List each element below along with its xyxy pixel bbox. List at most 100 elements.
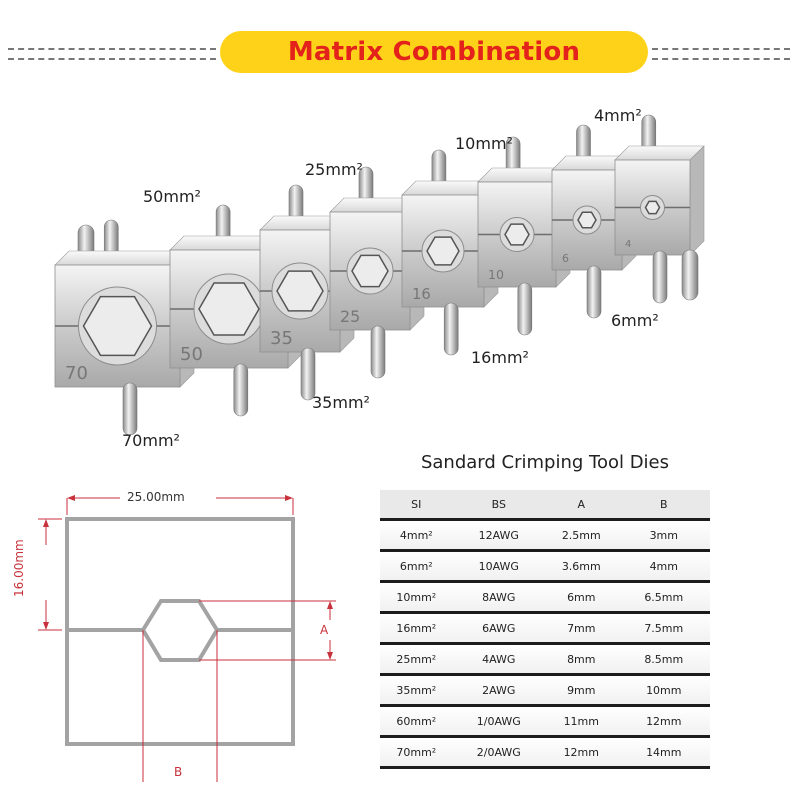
header-a: A bbox=[544, 490, 618, 521]
die-stamp-number: 10 bbox=[488, 267, 504, 282]
guide-pin-bottom bbox=[370, 325, 386, 379]
cell-bs: 10AWG bbox=[452, 552, 545, 583]
cell-bs: 1/0AWG bbox=[452, 707, 545, 738]
width-arrow-right bbox=[285, 495, 293, 501]
table-row: 25mm² 4AWG 8mm 8.5mm bbox=[380, 645, 710, 676]
cell-b: 8.5mm bbox=[617, 645, 710, 676]
height-arrow-top bbox=[43, 519, 49, 527]
a-dimension-label: A bbox=[320, 623, 329, 637]
guide-pin-right bbox=[681, 249, 699, 301]
cell-bs: 4AWG bbox=[452, 645, 545, 676]
width-arrow-left bbox=[67, 495, 75, 501]
header-banner-area: Matrix Combination bbox=[0, 0, 800, 90]
b-dimension-label: B bbox=[174, 765, 183, 779]
guide-pin-bottom bbox=[443, 302, 459, 356]
cell-a: 7mm bbox=[544, 614, 618, 645]
die-label-4: 4mm² bbox=[594, 106, 642, 125]
cell-b: 6.5mm bbox=[617, 583, 710, 614]
cell-bs: 2/0AWG bbox=[452, 738, 545, 769]
die-stamp-number: 6 bbox=[562, 252, 569, 265]
table-row: 10mm² 8AWG 6mm 6.5mm bbox=[380, 583, 710, 614]
table-row: 35mm² 2AWG 9mm 10mm bbox=[380, 676, 710, 707]
banner-title: Matrix Combination bbox=[287, 37, 581, 67]
cell-si: 60mm² bbox=[380, 707, 453, 738]
cell-bs: 2AWG bbox=[452, 676, 545, 707]
a-arrow-top bbox=[327, 601, 333, 609]
cell-si: 16mm² bbox=[380, 614, 453, 645]
cell-a: 11mm bbox=[544, 707, 618, 738]
die-stamp-number: 25 bbox=[340, 307, 360, 326]
dashed-rule-right bbox=[652, 48, 790, 60]
hex-cavity bbox=[426, 236, 460, 266]
cell-a: 8mm bbox=[544, 645, 618, 676]
hex-cavity bbox=[82, 295, 153, 357]
dashed-rule-left bbox=[8, 48, 216, 60]
cell-b: 7.5mm bbox=[617, 614, 710, 645]
cell-b: 14mm bbox=[617, 738, 710, 769]
cell-a: 12mm bbox=[544, 738, 618, 769]
hex-cavity bbox=[276, 270, 324, 312]
die-label-16: 16mm² bbox=[471, 348, 529, 367]
die-label-70: 70mm² bbox=[122, 431, 180, 450]
hex-cavity bbox=[198, 282, 260, 336]
table-row: 4mm² 12AWG 2.5mm 3mm bbox=[380, 521, 710, 552]
cell-si: 35mm² bbox=[380, 676, 453, 707]
cell-a: 9mm bbox=[544, 676, 618, 707]
cell-si: 4mm² bbox=[380, 521, 453, 552]
cell-a: 3.6mm bbox=[544, 552, 618, 583]
table-row: 6mm² 10AWG 3.6mm 4mm bbox=[380, 552, 710, 583]
a-arrow-bottom bbox=[327, 652, 333, 660]
table-header-row: SI BS A B bbox=[380, 490, 710, 521]
hex-cavity bbox=[644, 200, 661, 215]
die-label-35: 35mm² bbox=[312, 393, 370, 412]
die-block-side bbox=[689, 145, 705, 256]
die-set-drawing: 70 50 35 25 16 10 6 4 bbox=[54, 114, 705, 436]
guide-pin-bottom bbox=[586, 265, 602, 319]
width-dimension-label: 25.00mm bbox=[127, 490, 185, 504]
die-stamp-number: 35 bbox=[270, 328, 293, 349]
die-label-50: 50mm² bbox=[143, 187, 201, 206]
die-stamp-number: 50 bbox=[180, 344, 203, 365]
cell-si: 6mm² bbox=[380, 552, 453, 583]
cell-a: 2.5mm bbox=[544, 521, 618, 552]
title-banner: Matrix Combination bbox=[220, 31, 648, 73]
guide-pin-bottom bbox=[652, 250, 668, 304]
cell-b: 12mm bbox=[617, 707, 710, 738]
die-blocks: 70 50 35 25 16 10 6 4 bbox=[54, 114, 705, 436]
table-row: 16mm² 6AWG 7mm 7.5mm bbox=[380, 614, 710, 645]
cell-si: 25mm² bbox=[380, 645, 453, 676]
cell-b: 10mm bbox=[617, 676, 710, 707]
guide-pin-bottom bbox=[517, 282, 533, 336]
die-label-25: 25mm² bbox=[305, 160, 363, 179]
table-title: Sandard Crimping Tool Dies bbox=[420, 452, 670, 473]
hex-cavity bbox=[351, 254, 389, 288]
cell-bs: 6AWG bbox=[452, 614, 545, 645]
guide-pin-bottom bbox=[233, 363, 249, 417]
die-dimension-diagram: 25.00mm 16.00mm A B bbox=[0, 470, 360, 800]
height-dimension-label: 16.00mm bbox=[12, 539, 26, 597]
die-stamp-number: 70 bbox=[65, 363, 88, 384]
dimension-drawing bbox=[38, 495, 336, 782]
die-stamp-number: 16 bbox=[412, 286, 431, 303]
crimping-dies-table: SI BS A B 4mm² 12AWG 2.5mm 3mm 6mm² 10AW… bbox=[380, 490, 710, 769]
die-label-6: 6mm² bbox=[611, 311, 659, 330]
table-row: 70mm² 2/0AWG 12mm 14mm bbox=[380, 738, 710, 769]
crimping-die-set-illustration: 70 50 35 25 16 10 6 4 4mm² 10mm² 25mm² 50mm² 6m… bbox=[0, 90, 800, 460]
hexagon-cavity bbox=[140, 599, 220, 662]
cell-b: 3mm bbox=[617, 521, 710, 552]
guide-pin-bottom bbox=[300, 347, 316, 401]
cell-a: 6mm bbox=[544, 583, 618, 614]
guide-pin-bottom bbox=[122, 382, 138, 436]
cell-si: 10mm² bbox=[380, 583, 453, 614]
cell-b: 4mm bbox=[617, 552, 710, 583]
header-b: B bbox=[617, 490, 710, 521]
hex-cavity bbox=[504, 223, 530, 246]
hex-cavity bbox=[577, 211, 597, 229]
cell-si: 70mm² bbox=[380, 738, 453, 769]
cell-bs: 8AWG bbox=[452, 583, 545, 614]
height-arrow-bottom bbox=[43, 622, 49, 630]
header-bs: BS bbox=[452, 490, 545, 521]
cell-bs: 12AWG bbox=[452, 521, 545, 552]
die-stamp-number: 4 bbox=[625, 239, 631, 250]
die-label-10: 10mm² bbox=[455, 134, 513, 153]
